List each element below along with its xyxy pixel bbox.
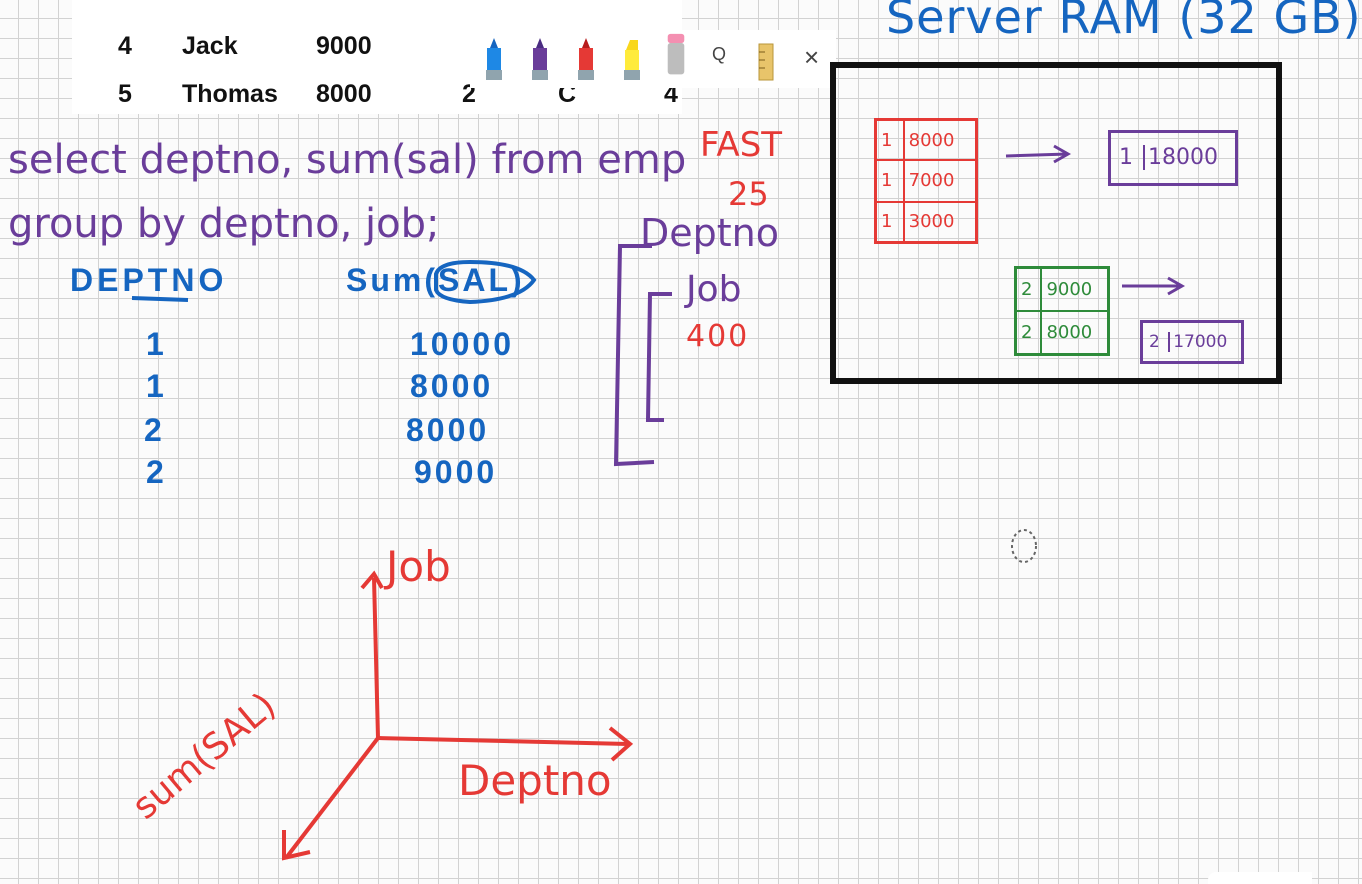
- red-pen-icon[interactable]: [574, 36, 598, 82]
- highlighter-icon[interactable]: [620, 36, 644, 82]
- green-group-dept: 2: [1017, 269, 1043, 312]
- server-ram-title: Server RAM (32 GB): [886, 0, 1362, 44]
- row-name-cell: Jack: [182, 32, 238, 60]
- red-group-dept: 1: [877, 201, 905, 241]
- green-group-arrowhead: [1167, 276, 1186, 296]
- red-result-box: 1 18000: [1108, 130, 1238, 186]
- row-sal-cell: 9000: [316, 32, 372, 60]
- fast-number: 25: [728, 175, 769, 213]
- ink-strokes: [131, 144, 1186, 861]
- sumsal-value: 9000: [414, 454, 498, 490]
- query-line-2: group by deptno, job;: [8, 201, 440, 247]
- green-group-sal: 9000: [1041, 269, 1107, 312]
- red-group-arrowhead: [1053, 144, 1072, 164]
- red-result-dept: 1: [1119, 145, 1133, 170]
- row-no-cell: 5: [118, 80, 132, 108]
- green-group-sal: 8000: [1046, 322, 1093, 343]
- green-group-table: 2 9000 2 8000: [1014, 266, 1110, 356]
- eraser-cursor-icon: [1011, 529, 1037, 563]
- axis-job-label: Job: [386, 542, 451, 591]
- sumsal-axis: [284, 736, 380, 860]
- red-group-sal: 7000: [903, 160, 975, 203]
- tree-count-label: 400: [686, 319, 750, 354]
- sumsal-axis-arrow: [282, 830, 311, 861]
- red-group-dept: 1: [877, 160, 905, 203]
- deptno-value: 1: [146, 368, 164, 404]
- red-result-sum: 18000: [1148, 145, 1218, 170]
- purple-pen-icon[interactable]: [528, 36, 552, 82]
- job-bracket: [645, 292, 672, 422]
- deptno-value: 2: [146, 454, 164, 490]
- job-axis-arrow: [360, 570, 384, 590]
- blue-pen-icon[interactable]: [482, 36, 506, 82]
- query-line-1: select deptno, sum(sal) from emp: [8, 137, 687, 183]
- deptno-underline: [131, 296, 189, 302]
- deptno-axis: [377, 736, 629, 746]
- tree-job-label: Job: [686, 269, 742, 310]
- red-group-arrow: [1005, 152, 1069, 158]
- red-group-table: 1 8000 1 7000 1 3000: [874, 118, 978, 244]
- job-axis: [372, 577, 380, 739]
- sal-circle: [434, 259, 537, 305]
- sumsal-value: 8000: [406, 412, 490, 448]
- corner-panel: [1208, 872, 1312, 884]
- fast-label: FAST: [700, 125, 783, 165]
- green-result-dept: 2: [1149, 332, 1160, 352]
- pen-toolbar: Q ×: [470, 30, 836, 88]
- row-sal-cell: 8000: [316, 80, 372, 108]
- row-no-cell: 4: [118, 32, 132, 60]
- lasso-select-icon[interactable]: Q: [712, 44, 727, 64]
- tree-deptno-label: Deptno: [640, 211, 779, 255]
- axis-deptno-label: Deptno: [458, 756, 612, 805]
- deptno-axis-arrow: [608, 726, 634, 762]
- sumsal-value: 8000: [410, 368, 494, 404]
- sumsal-value: 10000: [410, 326, 514, 362]
- red-group-sal: 3000: [908, 211, 955, 233]
- green-result-sum: 17000: [1173, 332, 1228, 352]
- eraser-icon[interactable]: [664, 32, 688, 78]
- green-group-dept: 2: [1017, 311, 1043, 353]
- row-name-cell: Thomas: [182, 80, 278, 108]
- red-group-dept: 1: [877, 121, 905, 162]
- deptno-value: 2: [144, 412, 162, 448]
- deptno-value: 1: [146, 326, 164, 362]
- red-group-sal: 8000: [903, 121, 975, 162]
- sumsal-column-header: Sum(SAL): [346, 262, 525, 298]
- green-result-box: 2 17000: [1140, 320, 1244, 364]
- server-ram-frame: [830, 62, 1282, 384]
- deptno-bracket: [613, 244, 655, 467]
- ruler-icon[interactable]: [754, 42, 778, 82]
- close-icon[interactable]: ×: [804, 42, 820, 72]
- deptno-column-header: DEPTNO: [70, 262, 228, 298]
